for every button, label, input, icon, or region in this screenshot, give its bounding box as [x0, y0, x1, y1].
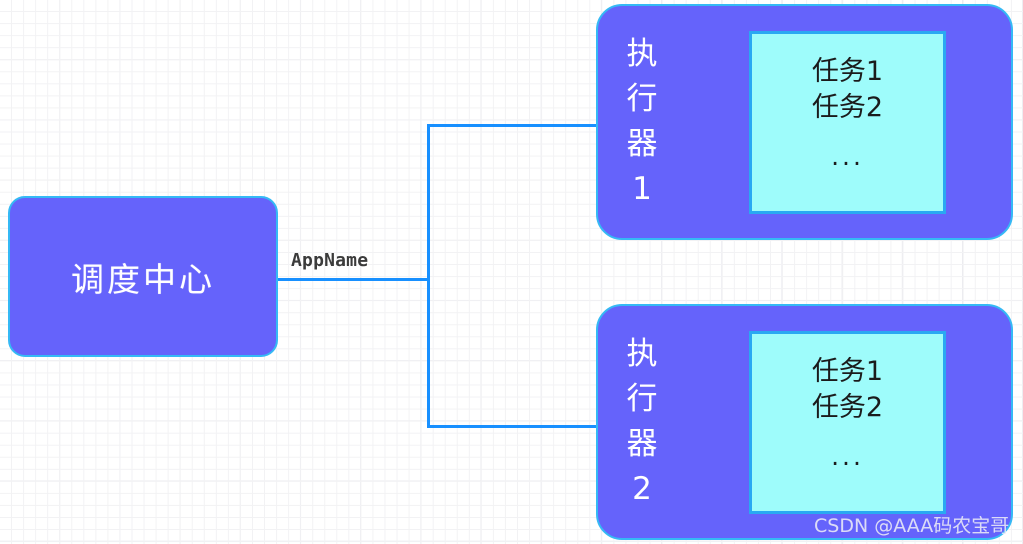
executor-2-label-char-3: 2	[632, 470, 652, 507]
executor-2-task-ellipsis: ...	[831, 442, 864, 472]
connector-trunk-horizontal	[278, 278, 430, 281]
executor-1-label-char-0: 执	[626, 36, 658, 73]
executor-1-task-item: 任务2	[811, 91, 884, 123]
executor-2-task-item: 任务1	[811, 355, 884, 387]
executor-2-label-char-1: 行	[626, 381, 658, 418]
connector-branch-executor-2	[427, 425, 601, 428]
executor-node-2[interactable]: 执 行 器 2 任务1 任务2 ...	[596, 304, 1013, 540]
executor-2-task-panel: 任务1 任务2 ...	[749, 330, 946, 514]
connector-branch-executor-1	[427, 124, 601, 127]
executor-1-task-panel: 任务1 任务2 ...	[749, 30, 946, 214]
csdn-watermark: CSDN @AAA码农宝哥	[814, 515, 1010, 537]
connector-label-appname: AppName	[291, 250, 369, 271]
executor-1-label-char-3: 1	[632, 170, 652, 207]
executor-1-task-ellipsis: ...	[831, 142, 864, 172]
executor-node-1[interactable]: 执 行 器 1 任务1 任务2 ...	[596, 4, 1013, 240]
connector-vertical-bus	[427, 124, 430, 428]
executor-1-vertical-label: 执 行 器 1	[601, 32, 683, 212]
executor-2-label-char-2: 器	[626, 426, 658, 462]
executor-2-label-char-0: 执	[626, 336, 658, 373]
executor-2-vertical-label: 执 行 器 2	[601, 332, 683, 512]
executor-1-label-char-1: 行	[626, 81, 658, 118]
scheduler-node[interactable]: 调度中心	[8, 196, 278, 357]
scheduler-node-label: 调度中心	[71, 259, 215, 299]
executor-1-task-item: 任务1	[811, 55, 884, 87]
executor-1-label-char-2: 器	[626, 126, 658, 162]
executor-2-task-item: 任务2	[811, 391, 884, 423]
